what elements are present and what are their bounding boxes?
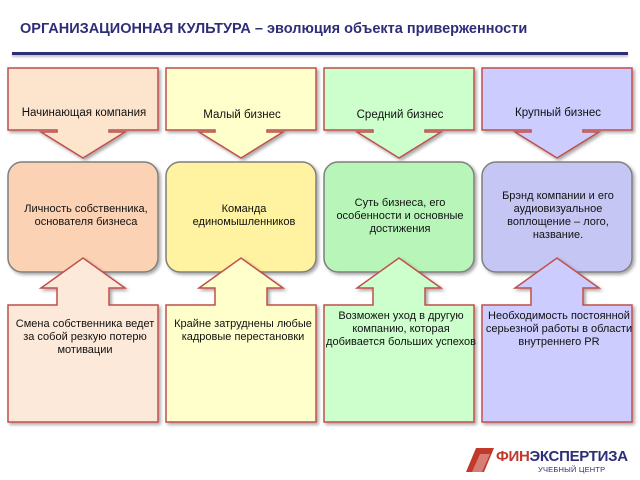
risk-label-2: Крайне затруднены любые кадровые переста…	[174, 318, 312, 343]
logo-subtitle: УЧЕБНЫЙ ЦЕНТР	[538, 465, 606, 474]
risk-callout-2	[165, 257, 317, 423]
object-label-2: Команда единомышленников	[192, 203, 296, 228]
stage-label-1: Начинающая компания	[21, 106, 147, 119]
stage-label-2: Малый бизнес	[203, 108, 281, 121]
object-label-3: Суть бизнеса, его особенности и основные…	[336, 196, 464, 235]
page-title: ОРГАНИЗАЦИОННАЯ КУЛЬТУРА – эволюция объе…	[20, 21, 630, 37]
title-rest: – эволюция объекта приверженности	[250, 21, 528, 37]
stage-label-3: Средний бизнес	[356, 108, 444, 121]
company-logo: ФИНЭКСПЕРТИЗА УЧЕБНЫЙ ЦЕНТР	[464, 444, 634, 476]
stage-callout-3	[323, 67, 475, 159]
stage-label-4: Крупный бизнес	[515, 106, 601, 119]
title-main: ОРГАНИЗАЦИОННАЯ КУЛЬТУРА	[20, 21, 251, 37]
risk-callout-1	[7, 257, 159, 423]
risk-label-3: Возможен уход в другую компанию, которая…	[326, 310, 476, 348]
risk-callout-3	[323, 257, 475, 423]
risk-label-1: Смена собственника ведет за собой резкую…	[15, 318, 155, 356]
risk-callout-4	[481, 257, 633, 423]
stage-callout-4	[481, 67, 633, 159]
stage-callout-2	[165, 67, 317, 159]
object-label-1: Личность собственника, основателя бизнес…	[24, 203, 148, 228]
risk-label-4: Необходимость постоянной серьезной работ…	[485, 310, 633, 348]
object-label-4: Брэнд компании и его аудиовизуальное воп…	[502, 190, 614, 241]
stage-callout-1	[7, 67, 159, 159]
logo-mark-icon	[466, 448, 494, 472]
title-underline	[12, 52, 628, 55]
logo-brand: ФИНЭКСПЕРТИЗА	[496, 448, 628, 465]
